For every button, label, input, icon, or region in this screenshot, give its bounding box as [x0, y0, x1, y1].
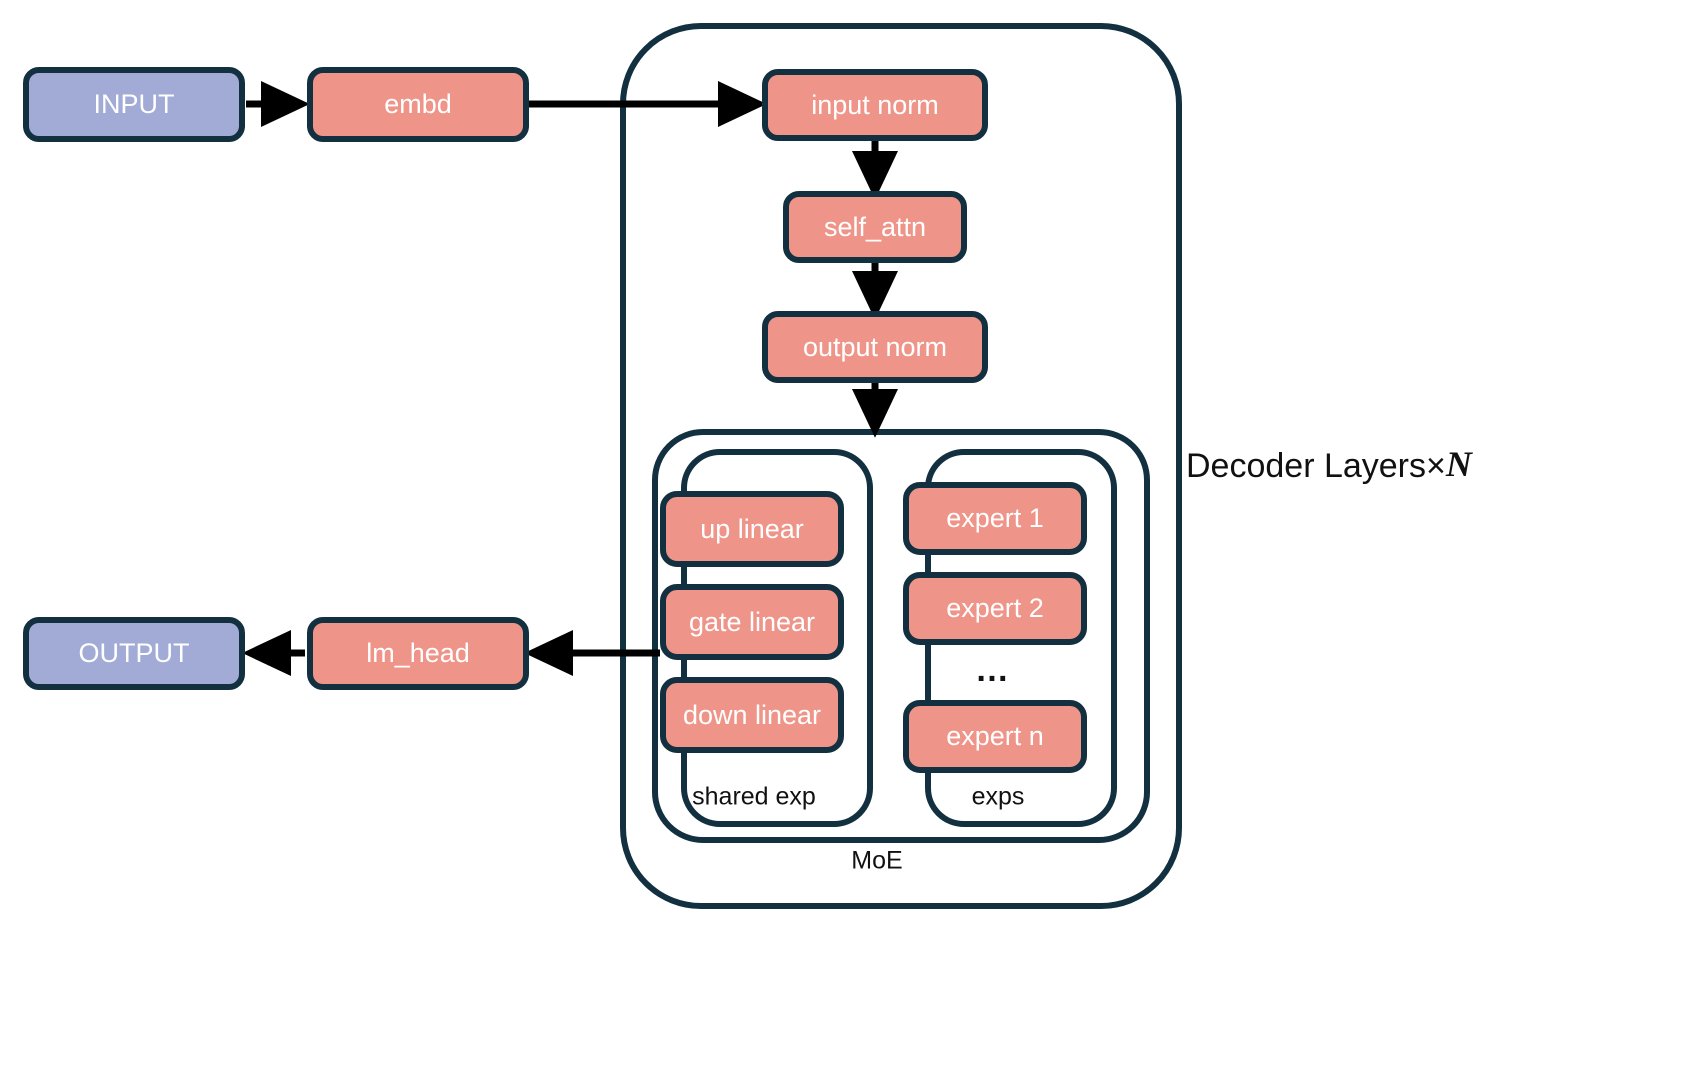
expert-ellipsis-label: …	[975, 651, 1011, 689]
node-output-norm-rect[interactable]	[762, 311, 988, 383]
decoder-layers-prefix: Decoder Layers×	[1186, 447, 1446, 485]
node-output-rect[interactable]	[23, 617, 245, 690]
node-expert-n[interactable]: expert n	[903, 700, 1087, 773]
node-embd[interactable]: embd	[307, 67, 529, 142]
node-self-attn[interactable]: self_attn	[783, 191, 967, 263]
node-input-norm-rect[interactable]	[762, 69, 988, 141]
node-gate-linear[interactable]: gate linear	[660, 584, 844, 660]
node-self-attn-rect[interactable]	[783, 191, 967, 263]
node-embd-rect[interactable]	[307, 67, 529, 142]
moe-container	[652, 429, 1150, 843]
node-up-linear[interactable]: up linear	[660, 491, 844, 567]
decoder-layers-container	[620, 23, 1182, 909]
node-expert-2-rect[interactable]	[903, 572, 1087, 645]
node-gate-linear-rect[interactable]	[660, 584, 844, 660]
node-expert-n-rect[interactable]	[903, 700, 1087, 773]
node-input-rect[interactable]	[23, 67, 245, 142]
node-expert-2[interactable]: expert 2	[903, 572, 1087, 645]
node-down-linear[interactable]: down linear	[660, 677, 844, 753]
node-lm-head[interactable]: lm_head	[307, 617, 529, 690]
exps-label: exps	[972, 783, 1025, 811]
decoder-layers-count: N	[1445, 444, 1474, 484]
node-output[interactable]: OUTPUT	[23, 617, 245, 690]
node-input[interactable]: INPUT	[23, 67, 245, 142]
moe-label: MoE	[851, 847, 902, 875]
node-input-norm[interactable]: input norm	[762, 69, 988, 141]
node-up-linear-rect[interactable]	[660, 491, 844, 567]
node-expert-1-rect[interactable]	[903, 482, 1087, 555]
node-output-norm[interactable]: output norm	[762, 311, 988, 383]
node-down-linear-rect[interactable]	[660, 677, 844, 753]
node-expert-1[interactable]: expert 1	[903, 482, 1087, 555]
decoder-layers-label: Decoder Layers×N	[1186, 444, 1474, 485]
node-lm-head-rect[interactable]	[307, 617, 529, 690]
shared-exp-label: shared exp	[692, 783, 816, 811]
